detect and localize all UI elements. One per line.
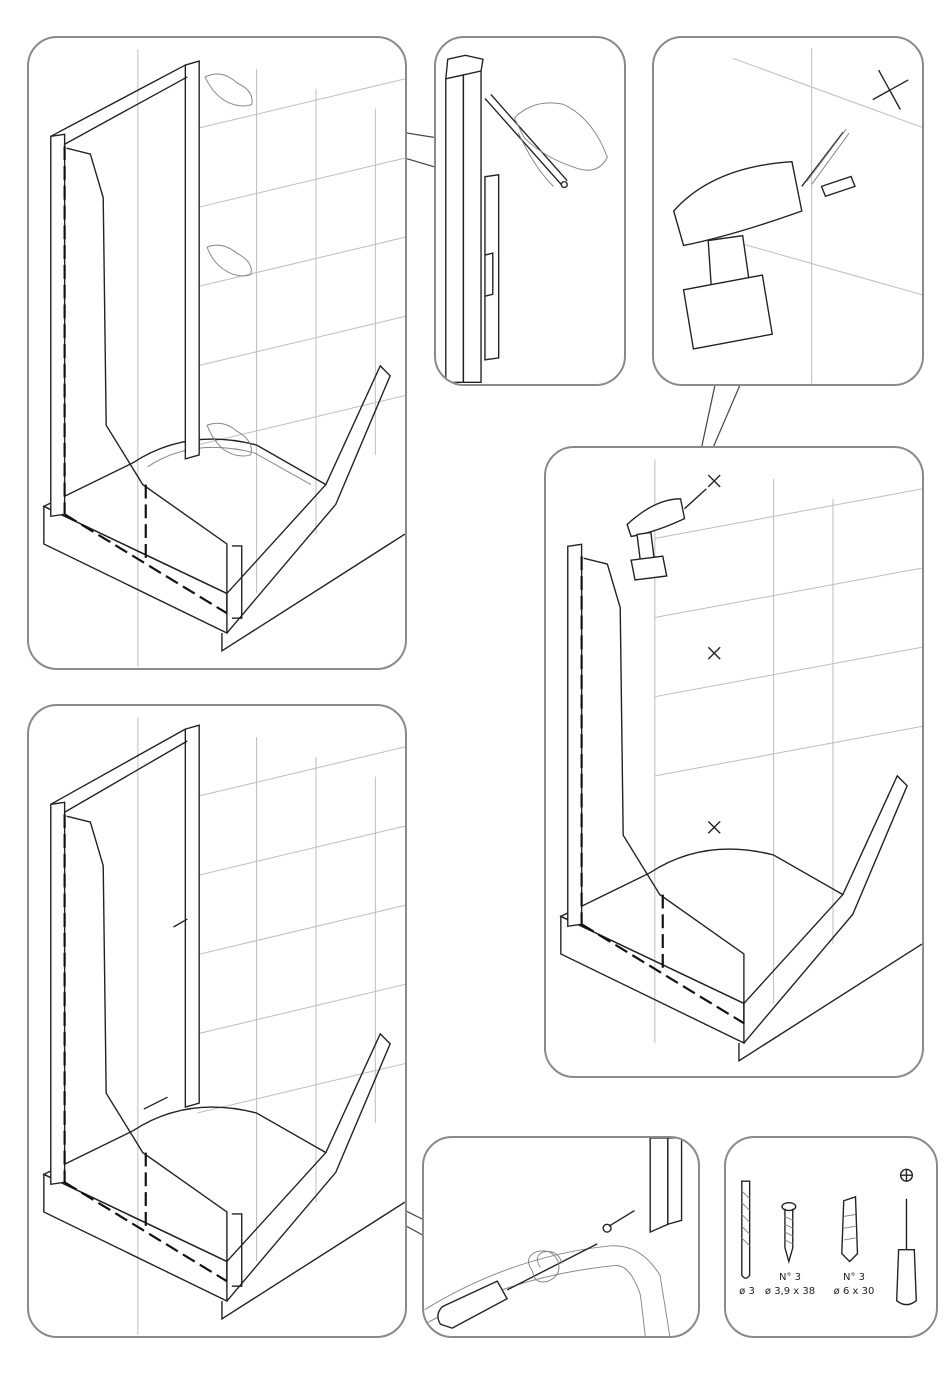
wall-mark-cross-icon — [873, 70, 908, 109]
hole-mark-bottom-icon — [708, 821, 720, 833]
illustration-drill-detail — [654, 38, 922, 384]
illustration-screw-detail — [424, 1138, 698, 1336]
wall-plug-icon — [842, 1197, 858, 1262]
panel-mark-detail — [434, 36, 626, 386]
door-profile — [51, 61, 199, 516]
glass-panel-outline — [65, 146, 242, 618]
pencil-icon — [485, 94, 567, 187]
wall-tile-grid — [138, 717, 405, 1334]
illustration-mark-detail — [436, 38, 624, 384]
drill-small-icon — [627, 489, 706, 580]
marking-hand-middle — [207, 245, 251, 276]
screw-small-icon — [603, 1211, 634, 1233]
marking-hand-top — [205, 74, 252, 106]
panel-drill-detail — [652, 36, 924, 386]
panel-fix-profile — [27, 704, 407, 1338]
phillips-head-icon — [901, 1169, 913, 1181]
drill-icon — [674, 129, 849, 349]
drill-bit-icon — [742, 1181, 750, 1278]
screw-in-profile-icon — [144, 919, 188, 1109]
glass-panel-outline — [568, 544, 744, 1023]
glass-panel-outline — [65, 814, 242, 1286]
screwdriver-in-use-icon — [438, 1244, 597, 1328]
illustration-hardware-list — [726, 1138, 936, 1336]
screw-size-label: ø 3,9 x 38 — [754, 1286, 826, 1298]
panel-hardware-list: ø 3 N° 3 ø 3,9 x 38 N° 3 ø 6 x 30 — [724, 1136, 938, 1338]
panel-screw-detail — [422, 1136, 700, 1338]
hole-mark-middle-icon — [708, 647, 720, 659]
wall-plug-detail-icon — [822, 177, 856, 197]
wall-tile-grid — [138, 49, 405, 666]
illustration-drill-holes — [546, 448, 922, 1076]
illustration-fix-profile — [29, 706, 405, 1336]
profile-detail — [650, 1138, 681, 1232]
shower-tray — [561, 776, 922, 1061]
illustration-mark-wall — [29, 38, 405, 668]
screw-quantity-label: N° 3 — [764, 1272, 816, 1284]
hole-mark-top-icon — [708, 475, 720, 487]
phillips-screwdriver-icon — [897, 1199, 917, 1305]
panel-drill-holes — [544, 446, 924, 1078]
wall-plug-size-label: ø 6 x 30 — [818, 1286, 890, 1298]
wall-plug-quantity-label: N° 3 — [828, 1272, 880, 1284]
door-profile — [51, 725, 199, 1184]
screw-icon — [782, 1203, 796, 1262]
panel-mark-wall — [27, 36, 407, 670]
